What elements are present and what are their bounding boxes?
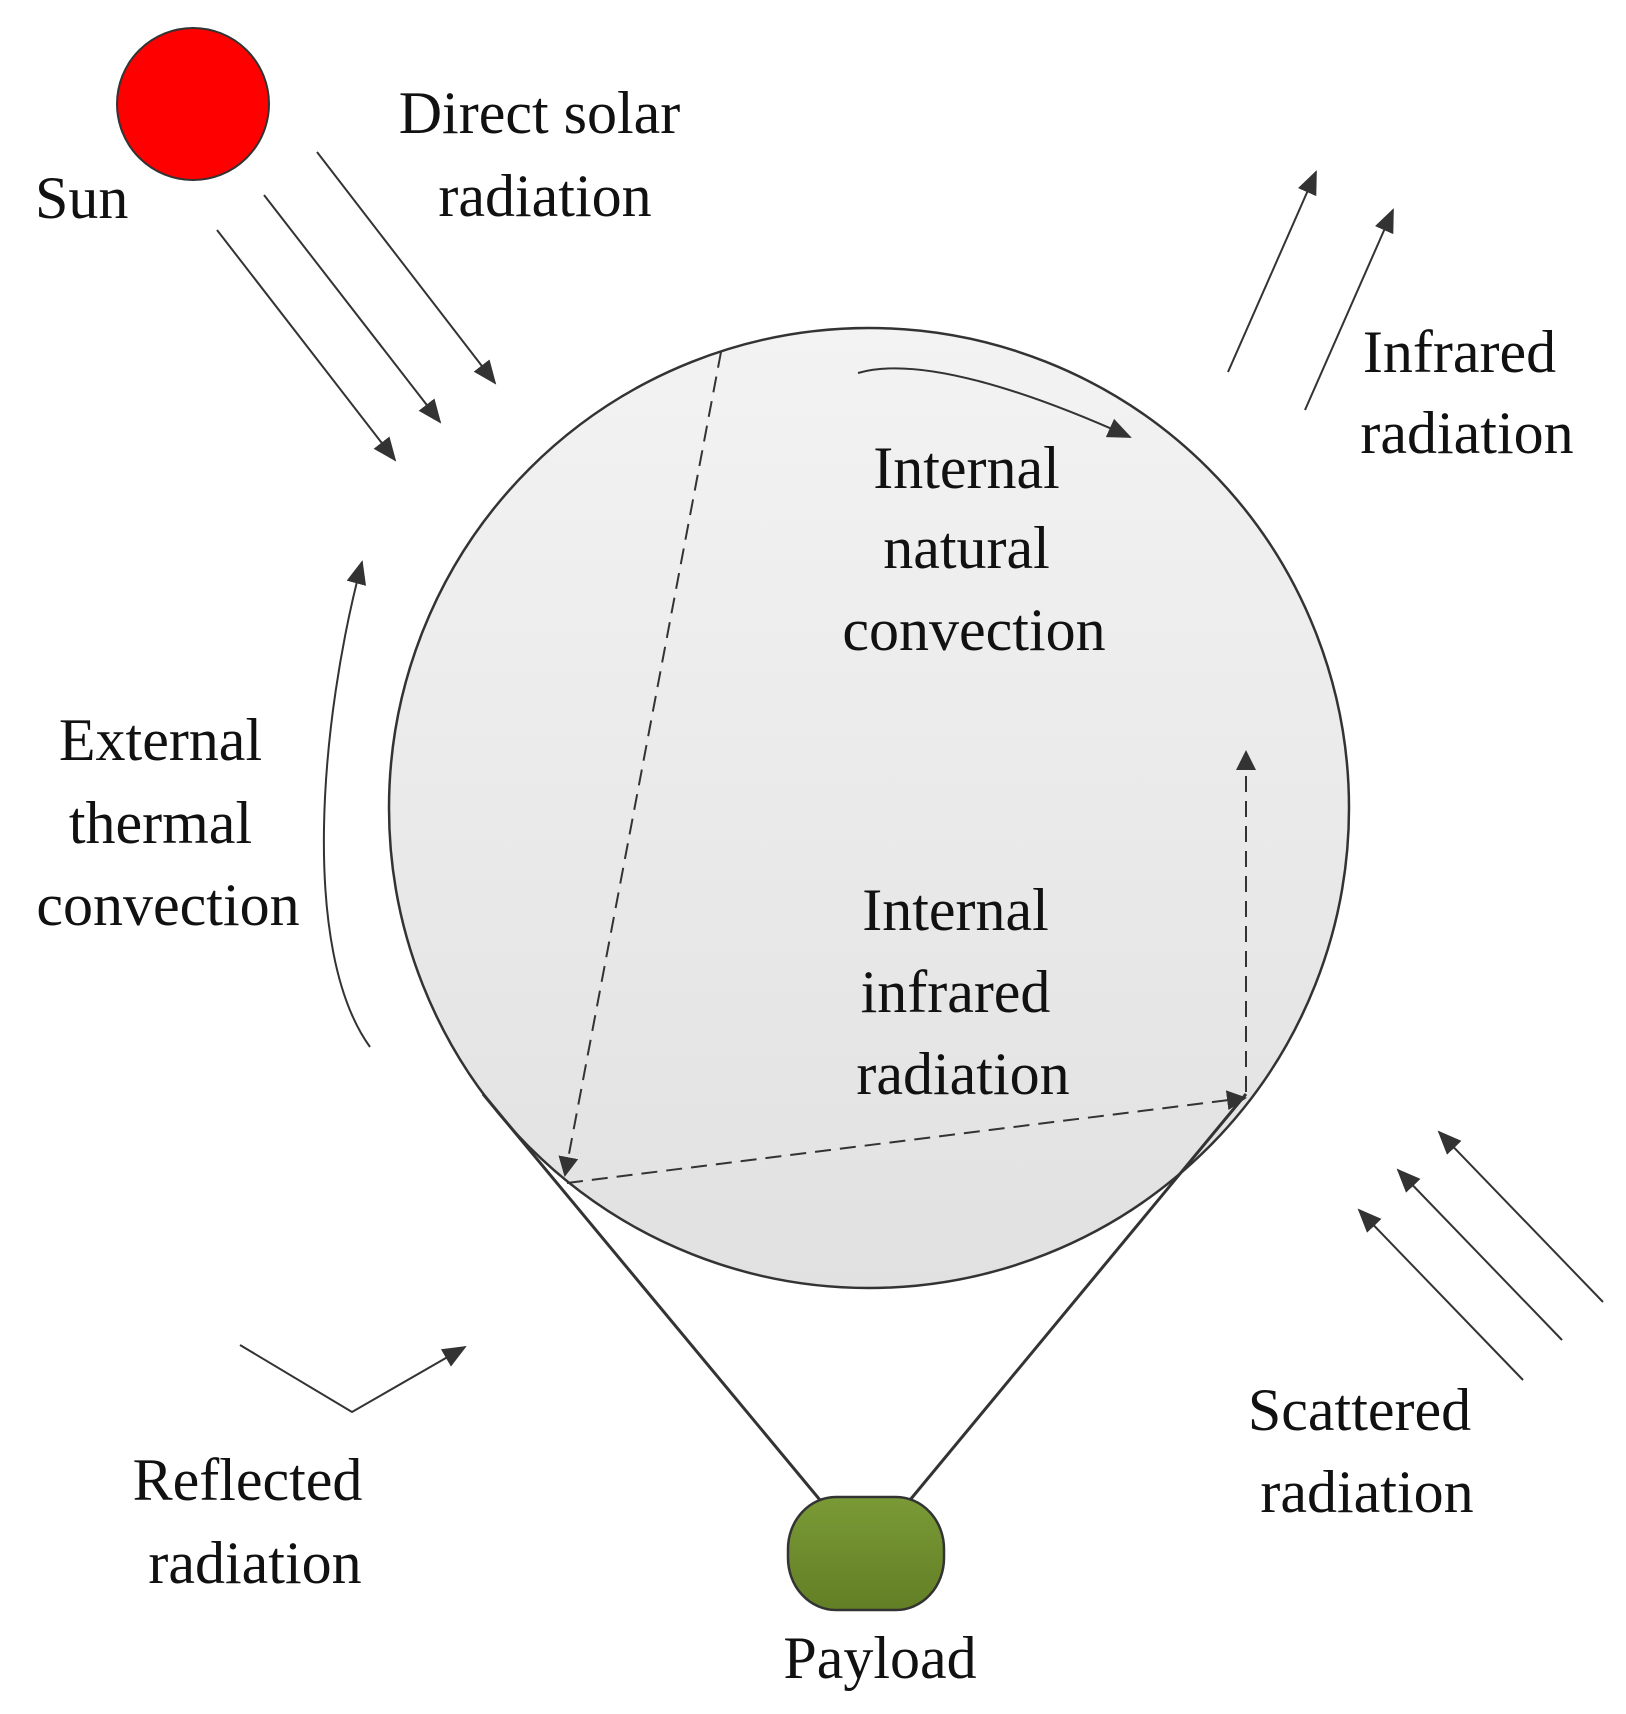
- payload-box: [786, 1495, 946, 1612]
- direct-solar-arrow-2: [263, 194, 442, 424]
- infrared-arrows: [1227, 170, 1394, 411]
- reflected-label: Reflected radiation: [133, 1447, 378, 1596]
- internal-natural-label-line2: natural: [883, 515, 1050, 581]
- direct-solar-arrow-3: [316, 151, 497, 385]
- internal-infrared-label: Internal infrared radiation: [856, 877, 1069, 1107]
- external-thermal-label-line1: External: [59, 707, 262, 773]
- scattered-label-line1: Scattered: [1248, 1377, 1471, 1443]
- infrared-label-line2: radiation: [1360, 400, 1573, 466]
- reflected-label-line2: radiation: [148, 1530, 361, 1596]
- infrared-label: Infrared radiation: [1360, 319, 1573, 466]
- internal-infrared-paths: [558, 351, 1256, 1184]
- direct-solar-label-line1: Direct solar: [399, 80, 681, 146]
- external-convection-arrow: [322, 560, 371, 1048]
- external-thermal-label-line2: thermal: [69, 790, 252, 856]
- direct-solar-label: Direct solar radiation: [399, 80, 696, 229]
- direct-solar-label-line2: radiation: [438, 163, 651, 229]
- infrared-arrow-1: [1227, 170, 1317, 373]
- internal-infrared-label-line1: Internal: [862, 877, 1049, 943]
- internal-natural-label-line3: convection: [842, 597, 1105, 663]
- scattered-arrow-3: [1437, 1130, 1604, 1303]
- internal-natural-label: Internal natural convection: [842, 435, 1105, 663]
- scattered-arrows: [1357, 1130, 1604, 1381]
- suspension-lines: [481, 1093, 1248, 1501]
- suspension-line-left: [481, 1093, 822, 1501]
- suspension-line-right: [908, 1093, 1248, 1501]
- infrared-arrow-2: [1304, 208, 1394, 411]
- reflected-arrow: [239, 1344, 467, 1414]
- internal-infrared-label-line2: infrared: [861, 959, 1051, 1025]
- external-thermal-label: External thermal convection: [36, 707, 299, 938]
- external-thermal-label-line3: convection: [36, 872, 299, 938]
- direct-solar-arrow-1: [216, 229, 397, 462]
- internal-infrared-label-line3: radiation: [856, 1041, 1069, 1107]
- sun-label: Sun: [35, 165, 128, 231]
- reflected-label-line1: Reflected: [133, 1447, 363, 1513]
- scattered-arrow-1: [1357, 1208, 1524, 1381]
- scattered-arrow-2: [1396, 1168, 1563, 1341]
- payload-label: Payload: [783, 1625, 976, 1691]
- direct-solar-arrows: [216, 151, 497, 462]
- internal-infrared-path-across: [566, 1090, 1247, 1184]
- scattered-label-line2: radiation: [1260, 1459, 1473, 1525]
- infrared-label-line1: Infrared: [1363, 319, 1556, 385]
- sun-circle: [116, 27, 270, 181]
- internal-convection-arrow: [857, 367, 1132, 438]
- internal-infrared-path-down: [558, 351, 722, 1177]
- scattered-label: Scattered radiation: [1248, 1377, 1486, 1525]
- internal-natural-label-line1: Internal: [873, 435, 1060, 501]
- balloon-envelope: [387, 326, 1351, 1290]
